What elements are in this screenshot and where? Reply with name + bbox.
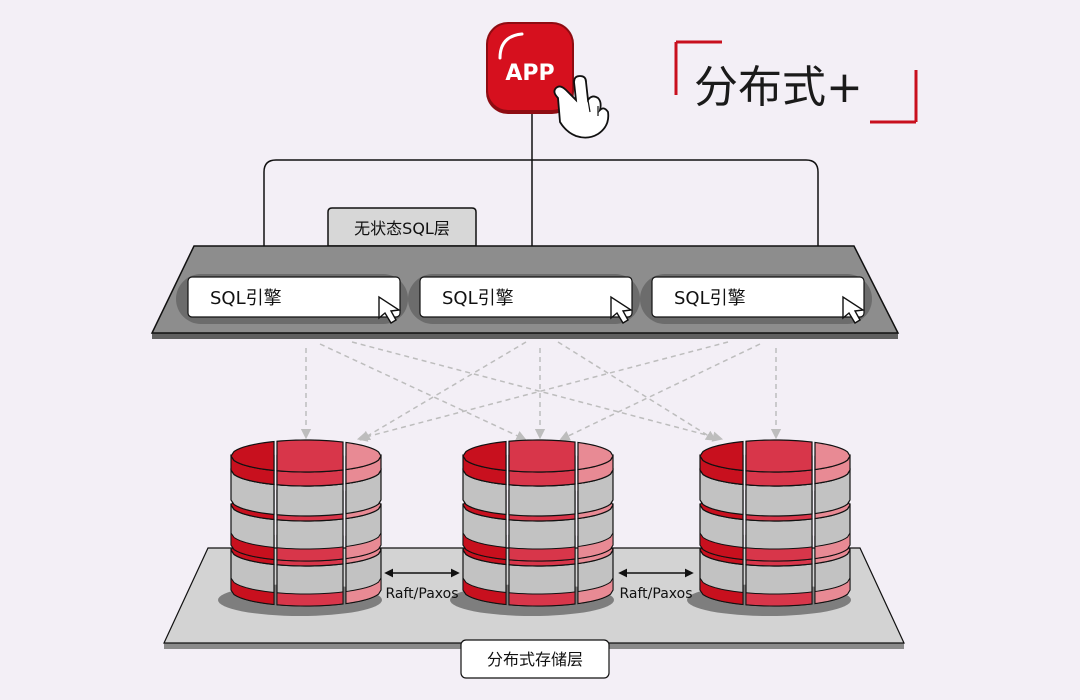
sql-engine-card: [651, 276, 865, 318]
app-shine: [498, 32, 524, 60]
connector-left: [258, 159, 532, 266]
database-wedge-top: [699, 440, 744, 472]
route-arrow: [356, 341, 729, 442]
routing-arrows: [300, 341, 782, 442]
app-connectors: [258, 112, 824, 268]
database-wedge-top: [745, 439, 813, 473]
database-wedge-side: [508, 483, 576, 517]
connector-right: [532, 159, 824, 266]
database-node-3: [687, 439, 851, 616]
bracket-right-icon: [870, 70, 918, 124]
database-nodes: [218, 439, 851, 616]
database-wedge-band: [699, 576, 744, 606]
storage-layer-badge: 分布式存储层: [460, 639, 610, 679]
route-arrow: [351, 341, 724, 442]
database-wedge-top: [276, 439, 344, 473]
database-wedge-band: [462, 531, 507, 561]
database-wedge-top: [814, 441, 851, 471]
hand-fingers: [587, 99, 599, 116]
sql-engine-label: SQL引擎: [674, 288, 746, 309]
database-wedge-band: [577, 576, 614, 605]
database-wedge-band: [814, 531, 851, 560]
sql-engine-card: [187, 276, 401, 318]
database-wedge-band: [508, 546, 576, 562]
route-arrow: [557, 341, 717, 441]
database-wedge-band: [745, 546, 813, 562]
database-node-1: [218, 439, 382, 616]
sql-platform-edge: [152, 333, 898, 339]
route-arrow: [319, 343, 527, 441]
app-button-face: [488, 24, 572, 110]
database-wedge-band: [230, 531, 275, 561]
database-wedge-top: [508, 439, 576, 473]
route-arrow: [559, 343, 761, 441]
database-wedge-band: [462, 576, 507, 606]
sql-engine-2[interactable]: SQL引擎: [408, 274, 640, 324]
database-wedge-band: [276, 591, 344, 607]
database-wedge-band: [577, 531, 614, 560]
app-label: APP: [505, 61, 554, 86]
sql-engine-3[interactable]: SQL引擎: [640, 274, 872, 324]
database-node-2: [450, 439, 614, 616]
brand-title: 分布式+: [674, 40, 918, 124]
database-wedge-top: [345, 441, 382, 471]
hand-pointer-icon: [553, 75, 610, 139]
database-wedge-band: [814, 576, 851, 605]
cursor-icon: [610, 295, 633, 324]
database-wedge-band: [276, 546, 344, 562]
sql-layer-tab-bg: [327, 207, 477, 247]
storage-layer-badge-bg: [460, 639, 610, 679]
app-button[interactable]: APP: [486, 22, 574, 114]
database-wedge-top: [577, 441, 614, 471]
sql-engine-label: SQL引擎: [442, 288, 514, 309]
database-wedge-top: [230, 440, 275, 472]
database-wedge-side: [276, 483, 344, 517]
bracket-left-icon: [674, 40, 722, 95]
database-wedge-band: [230, 576, 275, 606]
database-wedge-band: [508, 591, 576, 607]
database-wedge-side: [745, 483, 813, 517]
hand-shape: [553, 75, 610, 139]
database-wedge-band: [345, 576, 382, 605]
sql-layer-tab: 无状态SQL层: [327, 207, 477, 247]
replication-label: Raft/Paxos: [386, 586, 459, 602]
sql-engine-card: [419, 276, 633, 318]
sql-layer-tab-label: 无状态SQL层: [354, 219, 450, 238]
sql-engine-label: SQL引擎: [210, 288, 282, 309]
replication-label: Raft/Paxos: [620, 586, 693, 602]
database-wedge-top: [462, 440, 507, 472]
route-arrow: [359, 341, 527, 441]
cursor-icon: [378, 295, 401, 324]
cursor-icon: [842, 295, 865, 324]
replication-link-2: Raft/Paxos: [618, 568, 694, 602]
database-wedge-band: [699, 531, 744, 561]
storage-layer-label: 分布式存储层: [487, 650, 583, 669]
brand-title-text: 分布式+: [694, 62, 863, 113]
sql-engine-1[interactable]: SQL引擎: [176, 274, 408, 324]
replication-link-1: Raft/Paxos: [384, 568, 460, 602]
database-wedge-band: [745, 591, 813, 607]
database-wedge-band: [345, 531, 382, 560]
